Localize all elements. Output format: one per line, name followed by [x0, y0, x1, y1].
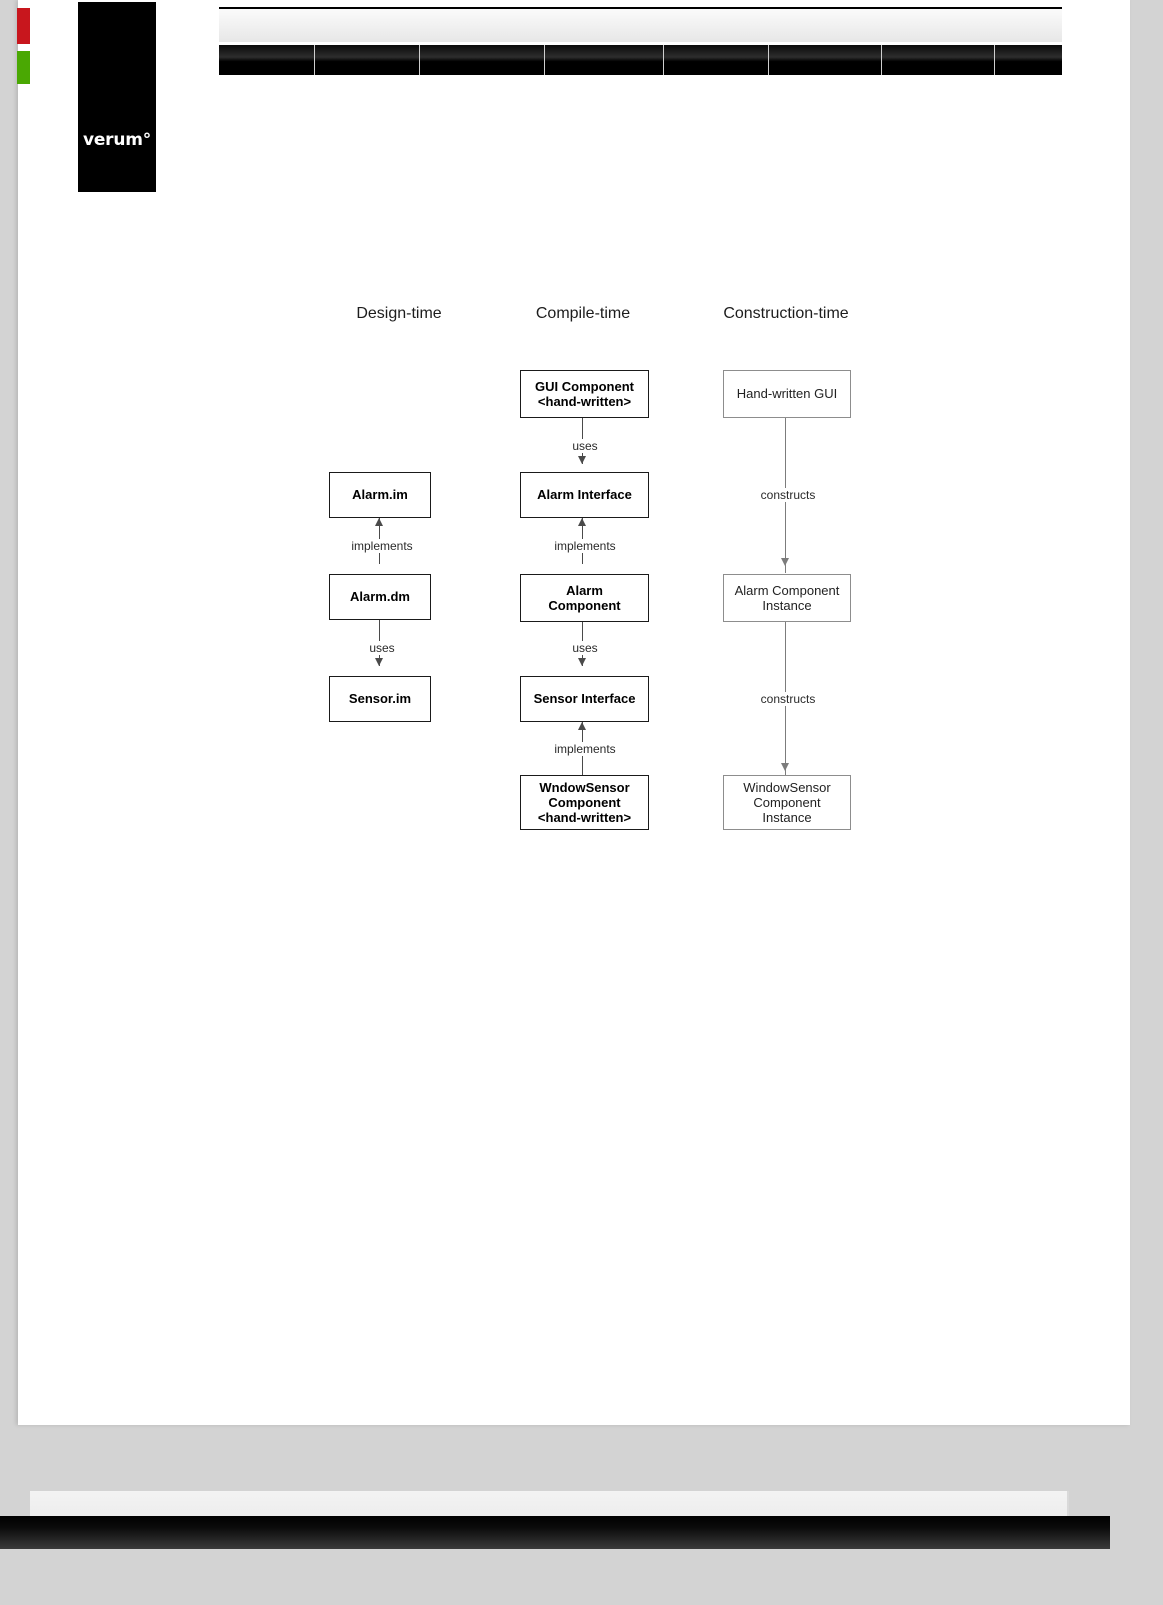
node-gui-component-line2: <hand-written> [537, 394, 632, 409]
edge-compile-implements1-arrow [578, 518, 586, 526]
edge-construct1-arrow [781, 558, 789, 566]
column-heading-design-time: Design-time [356, 305, 442, 322]
nav-item-3[interactable] [420, 45, 545, 75]
node-gui-component-line1: GUI Component [535, 378, 634, 394]
node-gui-component[interactable]: GUI Component <hand-written> [520, 370, 649, 418]
node-windowsensor-component-line1: WndowSensor [539, 779, 630, 795]
edge-label-compile-implements-1: implements [528, 539, 642, 553]
brand-chip-green [17, 51, 30, 84]
edge-label-design-uses: uses [344, 641, 420, 655]
verum-logo-text: verum° [82, 130, 152, 150]
nav-item-7[interactable] [882, 45, 995, 75]
nav-item-4[interactable] [545, 45, 664, 75]
edge-construct2-arrow [781, 763, 789, 771]
node-sensor-interface[interactable]: Sensor Interface [520, 676, 649, 722]
node-alarm-im[interactable]: Alarm.im [329, 472, 431, 518]
node-alarm-im-label: Alarm.im [352, 487, 408, 503]
nav-item-1[interactable] [219, 45, 315, 75]
node-alarm-interface[interactable]: Alarm Interface [520, 472, 649, 518]
node-windowsensor-component-instance-line3: Instance [762, 810, 812, 826]
node-alarm-component-instance-lines: Alarm Component Instance [735, 583, 840, 614]
node-alarm-component[interactable]: Alarm Component [520, 574, 649, 622]
edge-label-compile-uses-1: uses [547, 439, 623, 453]
nav-item-8[interactable] [995, 45, 1062, 75]
node-windowsensor-component-instance-line2: Component [753, 794, 821, 810]
nav-item-6[interactable] [769, 45, 882, 75]
nav-item-5[interactable] [664, 45, 769, 75]
node-alarm-component-line1: Alarm [566, 582, 603, 598]
edge-design-uses-arrow [375, 658, 383, 666]
edge-label-design-implements: implements [325, 539, 439, 553]
edge-label-compile-implements-2: implements [528, 742, 642, 756]
node-sensor-im-label: Sensor.im [348, 691, 412, 707]
node-windowsensor-component-line2: Component [548, 794, 621, 810]
edge-label-constructs-2: constructs [731, 692, 845, 706]
node-hand-written-gui-instance-line1: Hand-written GUI [736, 386, 838, 402]
node-windowsensor-component-instance-lines: WindowSensor Component Instance [743, 780, 830, 826]
verum-logo[interactable]: verum° [78, 2, 156, 192]
edge-compile-uses2-arrow [578, 658, 586, 666]
node-windowsensor-component[interactable]: WndowSensor Component <hand-written> [520, 775, 649, 830]
node-sensor-im[interactable]: Sensor.im [329, 676, 431, 722]
node-alarm-component-instance-line2: Instance [762, 598, 812, 613]
node-hand-written-gui-instance[interactable]: Hand-written GUI [723, 370, 851, 418]
header-banner [219, 7, 1062, 42]
node-alarm-dm[interactable]: Alarm.dm [329, 574, 431, 620]
node-gui-component-lines: GUI Component <hand-written> [535, 379, 634, 410]
column-heading-construction-time: Construction-time [723, 305, 849, 322]
component-lifecycle-diagram: Design-time Compile-time Construction-ti… [219, 285, 1062, 855]
node-alarm-component-instance-line1: Alarm Component [734, 582, 840, 598]
node-sensor-interface-label: Sensor Interface [533, 691, 636, 707]
node-hand-written-gui-instance-lines: Hand-written GUI [737, 386, 837, 401]
node-windowsensor-component-line3: <hand-written> [537, 810, 632, 826]
node-alarm-component-line2: Component [548, 598, 621, 613]
node-alarm-interface-label: Alarm Interface [537, 487, 632, 503]
node-alarm-dm-label: Alarm.dm [350, 589, 410, 605]
node-windowsensor-component-lines: WndowSensor Component <hand-written> [538, 780, 631, 826]
edge-label-constructs-1: constructs [731, 488, 845, 502]
edge-design-implements-arrow [375, 518, 383, 526]
footer-dark-strip [0, 1516, 1110, 1549]
footer-light-strip [30, 1491, 1069, 1519]
node-alarm-component-instance[interactable]: Alarm Component Instance [723, 574, 851, 622]
edge-label-compile-uses-2: uses [547, 641, 623, 655]
top-navigation-bar[interactable] [219, 45, 1062, 75]
node-windowsensor-component-instance-line1: WindowSensor [743, 779, 831, 795]
nav-item-2[interactable] [315, 45, 420, 75]
brand-chip-red [17, 8, 30, 44]
edge-compile-uses1-arrow [578, 456, 586, 464]
edge-compile-implements2-arrow [578, 722, 586, 730]
node-alarm-component-lines: Alarm Component [548, 583, 620, 614]
column-heading-compile-time: Compile-time [535, 305, 631, 322]
node-windowsensor-component-instance[interactable]: WindowSensor Component Instance [723, 775, 851, 830]
